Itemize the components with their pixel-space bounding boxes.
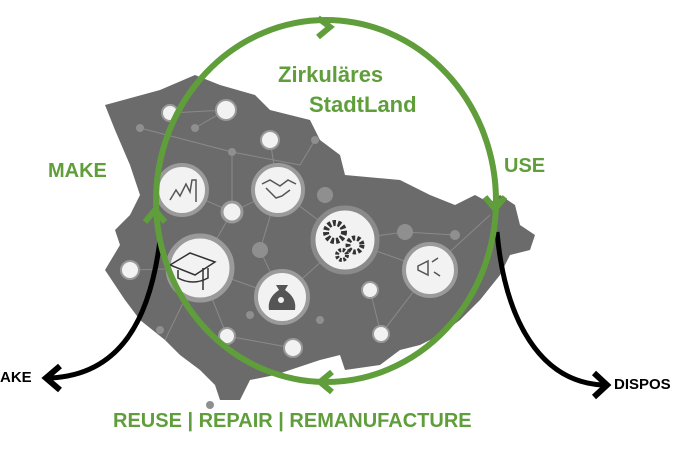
take-label: AKE: [0, 369, 32, 386]
cycle-ring: [153, 17, 499, 385]
title-line1: Zirkuläres: [278, 62, 384, 87]
make-label: MAKE: [48, 160, 107, 182]
arrowhead-bottom: [315, 369, 334, 395]
dispose-arrowhead: [591, 370, 612, 400]
take-arrowhead: [41, 363, 62, 393]
network-dots: [136, 124, 460, 409]
cycle-arrowheads: [142, 15, 508, 395]
money-bag-icon: [254, 269, 310, 325]
org-chart-icon: [372, 325, 390, 343]
small-icon-node: [260, 130, 280, 150]
title-line2: StadtLand: [309, 92, 417, 117]
dispose-arrow: [494, 231, 604, 388]
small-icon-node: [215, 99, 237, 121]
small-icons: [120, 99, 390, 358]
flask-icon: [218, 327, 236, 345]
arrowhead-right: [482, 195, 508, 214]
take-arrow: [49, 239, 163, 381]
white-node: [220, 200, 244, 224]
small-icon-node: [361, 281, 379, 299]
small-icon-node: [283, 338, 303, 358]
use-label: USE: [504, 155, 546, 177]
arrowhead-left: [142, 205, 168, 224]
arrowhead-top: [316, 15, 335, 40]
chart-icon: [155, 163, 209, 217]
cycle-label: REUSE | REPAIR | REMANUFACTURE: [113, 410, 472, 432]
dispose-label: DISPOS: [614, 376, 671, 393]
marketing-icon: [402, 242, 458, 298]
handshake-icon: [251, 163, 305, 217]
small-icon-node: [120, 260, 140, 280]
gears-icon: [310, 205, 380, 275]
